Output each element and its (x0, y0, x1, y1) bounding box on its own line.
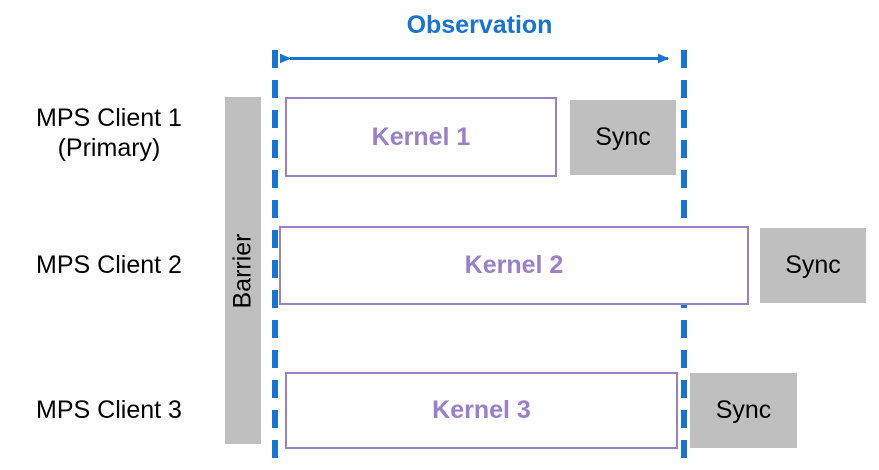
row-label-mps-client-3: MPS Client 3 (36, 396, 182, 424)
row-label-mps-client-2: MPS Client 2 (36, 251, 182, 279)
kernel-label-3: Kernel 3 (432, 396, 531, 424)
sync-box-2: Sync (760, 228, 866, 303)
kernel-box-2: Kernel 2 (279, 226, 749, 305)
row-label-mps-client-1: MPS Client 1 (Primary) (36, 104, 182, 162)
observation-title: Observation (406, 11, 553, 39)
observation-start-dashed-line (272, 50, 278, 470)
kernel-label-1: Kernel 1 (371, 122, 471, 151)
sync-label-1: Sync (595, 123, 651, 151)
barrier-block: Barrier (225, 97, 261, 444)
observation-span-arrow (280, 53, 669, 64)
sync-box-1: Sync (570, 100, 676, 175)
sync-label-3: Sync (715, 396, 772, 424)
kernel-label-2: Kernel 2 (464, 251, 564, 279)
sync-label-2: Sync (785, 251, 841, 279)
sync-box-3: Sync (690, 373, 797, 448)
kernel-box-1: Kernel 1 (285, 97, 557, 177)
barrier-label: Barrier (228, 232, 257, 309)
kernel-box-3: Kernel 3 (285, 372, 678, 449)
